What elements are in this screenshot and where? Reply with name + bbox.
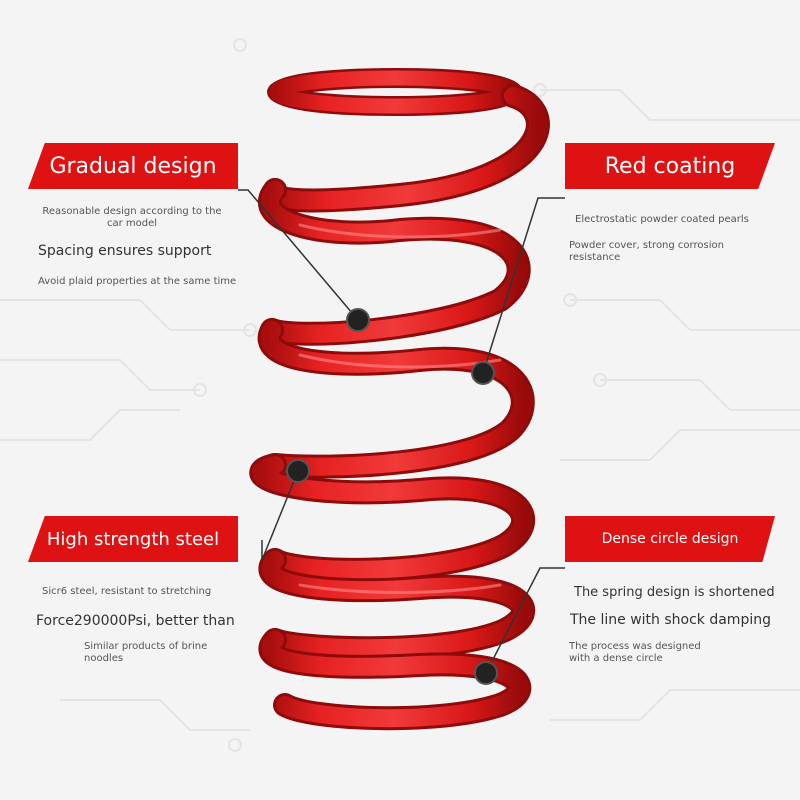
coating-desc-line2: Powder cover, strong corrosion resistanc… (569, 240, 724, 263)
coil-spring (249, 68, 550, 731)
marker-dot-dense (474, 661, 498, 685)
leader-lines (238, 189, 565, 674)
high-strength-steel-title: High strength steel (46, 528, 220, 550)
red-coating-title: Red coating (604, 153, 736, 179)
red-coating-banner: Red coating (565, 143, 775, 189)
gradual-desc-line3: Avoid plaid properties at the same time (38, 276, 237, 287)
marker-dot-gradual (346, 308, 370, 332)
dense-desc-line1: The spring design is shortened (574, 585, 775, 600)
leader-line-coating (482, 197, 565, 374)
steel-desc-line2: Force290000Psi, better than (36, 613, 235, 629)
high-strength-steel-banner: High strength steel (28, 516, 238, 562)
leader-line-dense (485, 567, 565, 674)
leader-line-steel (261, 470, 299, 561)
gradual-design-title: Gradual design (49, 153, 217, 179)
marker-dot-steel (286, 459, 310, 483)
coating-desc-line1: Electrostatic powder coated pearls (575, 214, 749, 225)
gradual-desc-line2: Spacing ensures support (38, 243, 212, 259)
dense-circle-banner: Dense circle design (565, 516, 775, 562)
gradual-desc-line1: Reasonable design according to the car m… (42, 206, 222, 229)
steel-desc-line1: Sicr6 steel, resistant to stretching (42, 586, 212, 597)
circuit-pattern (0, 38, 800, 752)
marker-dot-coating (471, 361, 495, 385)
gradual-design-banner: Gradual design (28, 143, 238, 189)
dense-desc-line2: The line with shock damping (570, 612, 771, 628)
steel-desc-line3: Similar products of brine noodles (84, 641, 208, 664)
leader-line-gradual (238, 189, 359, 321)
dense-desc-line3: The process was designed with a dense ci… (569, 641, 701, 664)
marker-dots (286, 308, 498, 685)
dense-circle-title: Dense circle design (601, 531, 739, 547)
